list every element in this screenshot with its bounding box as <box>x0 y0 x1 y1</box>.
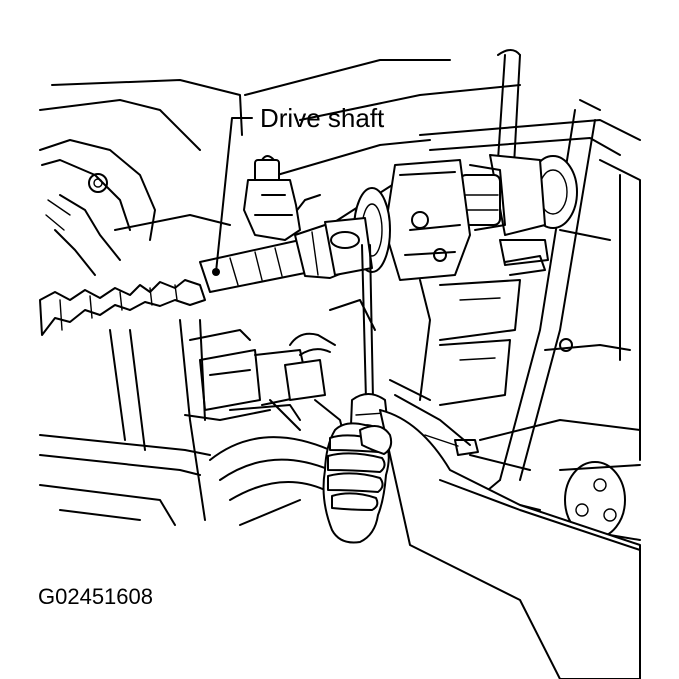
body-panel <box>39 79 243 276</box>
upper-frame <box>244 49 641 226</box>
inner-cv-joint <box>459 154 578 276</box>
callout-leader <box>212 117 253 276</box>
callout-dot <box>212 268 220 276</box>
right-frame <box>424 99 641 506</box>
lower-subframe <box>39 319 251 526</box>
drive-shaft <box>39 194 373 336</box>
upper-bracket <box>243 155 301 241</box>
hand-with-tool <box>322 244 641 679</box>
figure-code: G02451608 <box>38 584 153 609</box>
mid-components <box>184 299 471 446</box>
callout-label: Drive shaft <box>260 103 385 133</box>
